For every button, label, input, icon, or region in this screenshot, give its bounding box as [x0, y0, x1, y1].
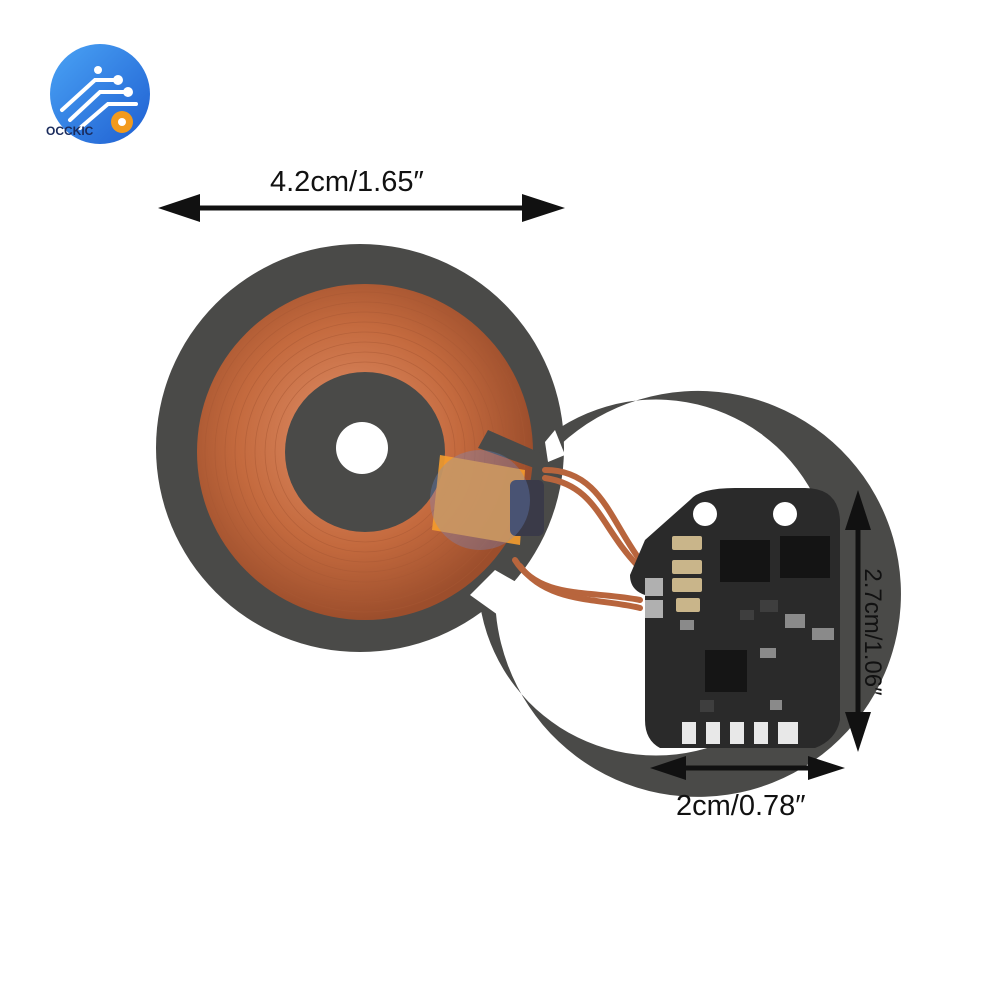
mosfet-q1: [720, 540, 770, 582]
board-height-label: 2.7cm/1.06″: [859, 568, 886, 696]
brand-logo-text: OCCKIC: [46, 124, 94, 138]
center-hole: [336, 422, 388, 474]
brand-logo: [50, 44, 150, 144]
lead-wires: [512, 467, 643, 611]
coil-width-label: 4.2cm/1.65″: [270, 166, 424, 198]
receiver-pcb: [630, 488, 840, 748]
kapton-tape: [432, 455, 525, 545]
controller-ic: [705, 650, 747, 692]
board-height-dimension: [845, 490, 871, 752]
board-width-dimension: [650, 756, 845, 780]
watermark-logo: [430, 450, 530, 550]
board-width-label: 2cm/0.78″: [676, 790, 806, 822]
output-pads: [682, 722, 798, 744]
mosfet-q2: [780, 536, 830, 578]
coil-width-dimension: [158, 194, 565, 222]
